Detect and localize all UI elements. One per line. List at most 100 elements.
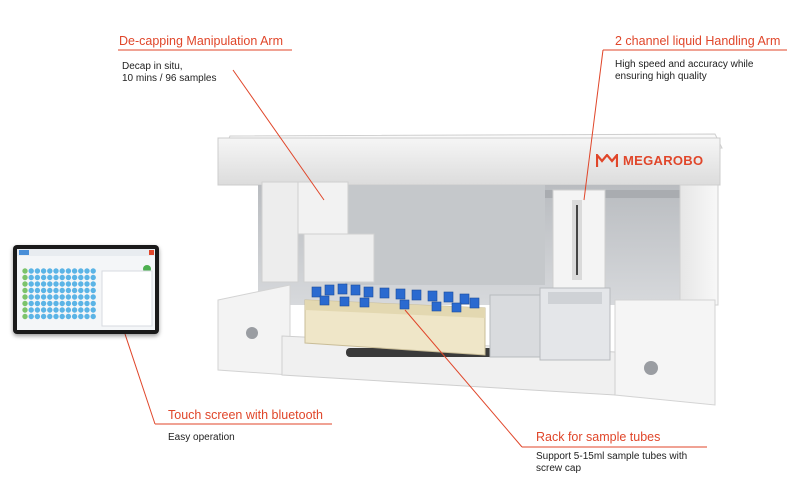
well	[47, 300, 53, 307]
well	[47, 287, 53, 294]
well	[40, 294, 47, 300]
well	[78, 281, 84, 287]
well	[53, 300, 59, 307]
well	[84, 287, 90, 294]
tablet-ui	[17, 249, 155, 327]
callout-rack-title: Rack for sample tubes	[536, 430, 661, 444]
touch-screen-tablet	[13, 245, 159, 334]
well	[90, 287, 96, 294]
well	[47, 294, 53, 300]
well	[59, 313, 65, 320]
well	[84, 294, 90, 300]
well	[40, 281, 47, 287]
well	[34, 307, 41, 313]
well	[59, 281, 65, 287]
well	[47, 274, 53, 281]
well	[40, 287, 47, 294]
well	[53, 307, 59, 313]
well	[59, 300, 65, 307]
well	[34, 287, 41, 294]
well	[53, 294, 59, 300]
well	[34, 281, 41, 287]
tablet-screen	[17, 249, 155, 330]
top-housing	[217, 137, 721, 186]
well	[22, 313, 28, 320]
well	[90, 268, 96, 274]
well	[90, 313, 96, 320]
well	[22, 281, 28, 287]
callout-touch-desc: Easy operation	[168, 432, 235, 443]
well	[65, 274, 72, 281]
well	[22, 307, 28, 313]
well	[78, 313, 84, 320]
callout-decapping-title: De-capping Manipulation Arm	[119, 34, 283, 48]
well	[22, 300, 28, 307]
leader-lines	[118, 49, 787, 448]
well	[78, 307, 84, 313]
well	[65, 281, 72, 287]
well	[65, 300, 72, 307]
well	[84, 300, 90, 307]
callout-liquid-title: 2 channel liquid Handling Arm	[615, 34, 781, 48]
well	[59, 287, 65, 294]
well	[65, 313, 72, 320]
well	[53, 268, 59, 274]
well	[84, 307, 90, 313]
well	[53, 274, 59, 281]
brand-logo: MEGAROBO	[596, 153, 703, 168]
well	[34, 268, 41, 274]
well	[59, 268, 65, 274]
well	[90, 294, 96, 300]
well	[90, 274, 96, 281]
well	[40, 268, 47, 274]
well	[59, 274, 65, 281]
well	[28, 268, 34, 274]
well-plate-grid	[22, 268, 96, 320]
well	[40, 300, 47, 307]
well	[34, 294, 41, 300]
well	[78, 268, 84, 274]
well	[40, 274, 47, 281]
megarobo-logo-icon	[596, 153, 618, 167]
well	[47, 268, 53, 274]
well	[71, 300, 78, 307]
well	[47, 307, 53, 313]
well	[34, 313, 41, 320]
callout-liquid-desc: High speed and accuracy while ensuring h…	[615, 59, 754, 82]
callout-rack-desc: Support 5-15ml sample tubes with screw c…	[536, 451, 688, 474]
callout-decapping-desc: Decap in situ, 10 mins / 96 samples	[122, 61, 217, 84]
well	[53, 313, 59, 320]
well	[90, 281, 96, 287]
well	[22, 287, 28, 294]
well	[28, 281, 34, 287]
well	[71, 287, 78, 294]
well	[34, 274, 41, 281]
well	[28, 294, 34, 300]
well	[78, 300, 84, 307]
well	[65, 294, 72, 300]
well	[84, 274, 90, 281]
well	[78, 274, 84, 281]
well	[53, 287, 59, 294]
well	[59, 307, 65, 313]
well	[71, 281, 78, 287]
well	[22, 268, 28, 274]
well	[22, 274, 28, 281]
well	[65, 268, 72, 274]
well	[28, 307, 34, 313]
well	[40, 313, 47, 320]
well	[47, 281, 53, 287]
well	[71, 313, 78, 320]
well	[28, 287, 34, 294]
callout-touch-title: Touch screen with bluetooth	[168, 408, 323, 422]
well	[71, 307, 78, 313]
well	[78, 294, 84, 300]
well	[53, 281, 59, 287]
well	[28, 300, 34, 307]
well	[65, 287, 72, 294]
well	[84, 268, 90, 274]
well	[47, 313, 53, 320]
well	[28, 313, 34, 320]
well	[71, 294, 78, 300]
